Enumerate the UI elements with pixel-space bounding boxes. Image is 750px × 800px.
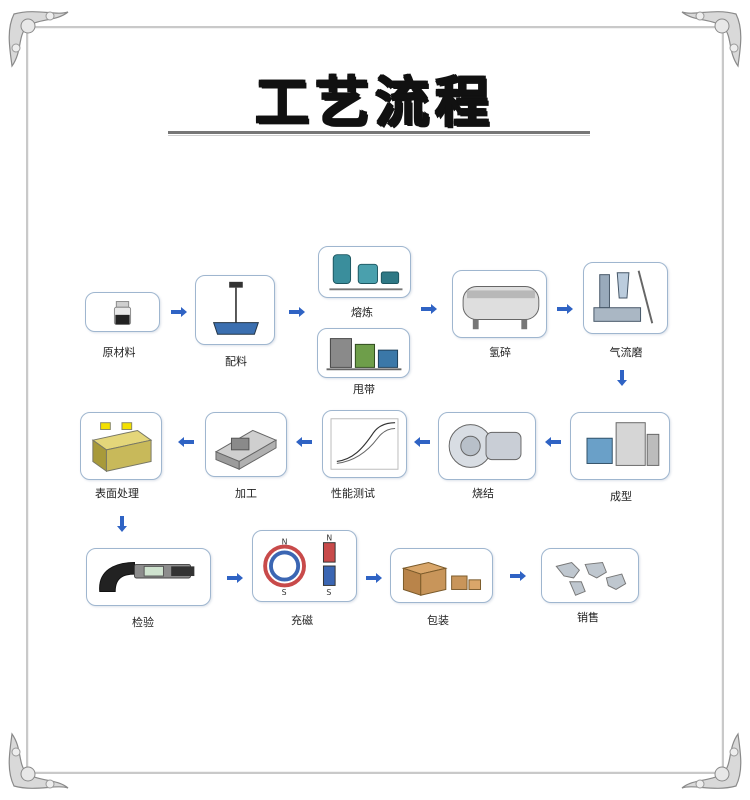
test-curve-chart-icon bbox=[330, 418, 399, 470]
corner-ornament-top-right bbox=[674, 6, 744, 76]
hydrogen-crushing-furnace-icon bbox=[462, 286, 540, 330]
strip-casting-machine-icon bbox=[326, 338, 402, 371]
cardboard-boxes-icon bbox=[401, 561, 482, 596]
flow-arrow-left bbox=[545, 437, 561, 447]
flow-arrow-right bbox=[510, 571, 526, 581]
magnet-poles-icon: N S N S bbox=[263, 534, 336, 597]
step-label-hydrogen-crushing: 氢碎 bbox=[489, 346, 511, 359]
title-underline-shadow bbox=[168, 135, 590, 136]
flow-arrow-right bbox=[289, 307, 305, 317]
sintering-furnace-icon bbox=[448, 424, 522, 468]
step-label-batching: 配料 bbox=[225, 355, 247, 368]
magnet-south-letter: S bbox=[282, 588, 287, 597]
flow-arrow-right bbox=[557, 304, 573, 314]
step-box-jet-milling bbox=[583, 262, 668, 334]
magnet-north-letter: N bbox=[282, 538, 288, 547]
page-title: 工艺流程 bbox=[255, 71, 495, 134]
flow-arrow-right bbox=[366, 573, 382, 583]
step-label-jet-milling: 气流磨 bbox=[609, 346, 643, 359]
flow-arrow-right bbox=[421, 304, 437, 314]
step-box-inspection bbox=[86, 548, 211, 606]
step-box-surface-treatment bbox=[80, 412, 162, 480]
step-box-sintering bbox=[438, 412, 536, 480]
flow-arrow-right bbox=[171, 307, 187, 317]
bar-north-letter: N bbox=[326, 534, 332, 543]
micrometer-icon bbox=[99, 562, 195, 592]
step-label-surface-treatment: 表面处理 bbox=[95, 487, 139, 500]
machining-part-icon bbox=[214, 429, 278, 471]
step-label-inspection: 检验 bbox=[132, 616, 154, 629]
step-box-smelting bbox=[318, 246, 411, 298]
world-map-icon bbox=[555, 561, 627, 596]
step-label-raw-material: 原材料 bbox=[102, 346, 136, 359]
raw-material-jar-icon bbox=[113, 301, 132, 325]
flow-arrow-left bbox=[296, 437, 312, 447]
step-box-batching bbox=[195, 275, 275, 345]
step-label-performance-test: 性能测试 bbox=[331, 487, 375, 500]
smelting-furnace-icon bbox=[329, 254, 403, 291]
step-label-packaging: 包装 bbox=[427, 614, 449, 627]
coated-blocks-icon bbox=[91, 422, 153, 473]
step-label-smelting: 熔炼 bbox=[351, 306, 373, 319]
step-box-strip-casting bbox=[317, 328, 410, 378]
step-label-magnetizing: 充磁 bbox=[291, 614, 313, 627]
corner-ornament-top-left bbox=[6, 6, 76, 76]
bar-south-letter: S bbox=[326, 588, 331, 597]
step-label-machining: 加工 bbox=[235, 487, 257, 500]
step-label-strip-casting: 甩带 bbox=[353, 383, 375, 396]
step-box-sales bbox=[541, 548, 639, 603]
flow-arrow-down bbox=[617, 370, 627, 386]
corner-ornament-bottom-left bbox=[6, 724, 76, 794]
step-box-packaging bbox=[390, 548, 493, 603]
step-box-machining bbox=[205, 412, 287, 477]
step-box-magnetizing: N S N S bbox=[252, 530, 357, 602]
jet-mill-icon bbox=[593, 270, 654, 324]
corner-ornament-bottom-right bbox=[674, 724, 744, 794]
page-frame bbox=[26, 26, 724, 774]
title-underline bbox=[168, 131, 590, 134]
step-label-sales: 销售 bbox=[577, 611, 599, 624]
step-box-forming bbox=[570, 412, 670, 480]
step-box-hydrogen-crushing bbox=[452, 270, 547, 338]
step-box-raw-material bbox=[85, 292, 160, 332]
flow-arrow-left bbox=[414, 437, 430, 447]
press-machine-icon bbox=[586, 422, 660, 466]
weighing-scale-icon bbox=[212, 281, 259, 335]
step-label-sintering: 烧结 bbox=[472, 487, 494, 500]
step-box-performance-test bbox=[322, 410, 407, 478]
flow-arrow-right bbox=[227, 573, 243, 583]
flow-arrow-down bbox=[117, 516, 127, 532]
step-label-forming: 成型 bbox=[610, 490, 632, 503]
flow-arrow-left bbox=[178, 437, 194, 447]
